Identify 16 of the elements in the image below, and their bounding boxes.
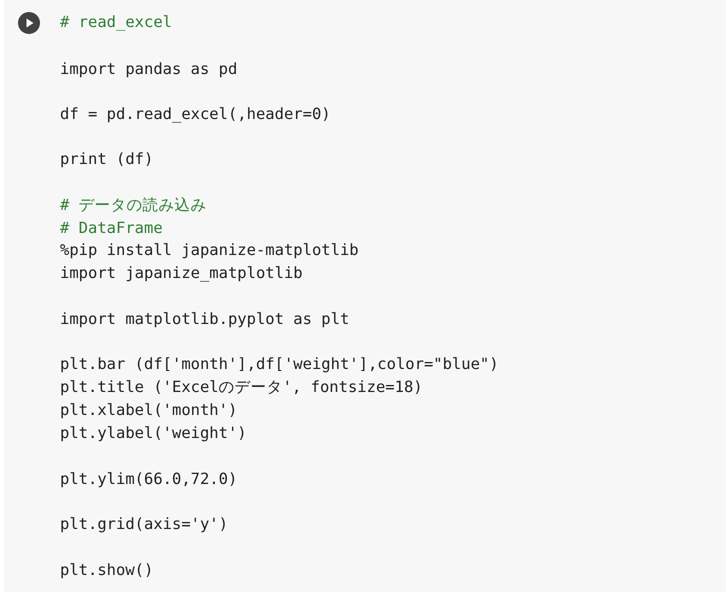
code-line: plt.xlabel('month') xyxy=(60,400,238,420)
code-line: plt.show() xyxy=(60,560,154,580)
code-line: plt.title ('Excelのデータ', fontsize=18) xyxy=(60,377,423,397)
code-line: import matplotlib.pyplot as plt xyxy=(60,309,350,329)
code-comment: # read_excel xyxy=(60,12,172,32)
code-line: import japanize_matplotlib xyxy=(60,263,303,283)
code-line: print (df) xyxy=(60,149,154,169)
code-line: %pip install japanize-matplotlib xyxy=(60,240,359,260)
code-line: df = pd.read_excel(,header=0) xyxy=(60,104,331,124)
code-line: plt.bar (df['month'],df['weight'],color="blue") xyxy=(60,354,499,374)
code-line: plt.ylabel('weight') xyxy=(60,423,247,443)
code-comment: # データの読み込み xyxy=(60,195,207,215)
code-line: plt.grid(axis='y') xyxy=(60,514,228,534)
code-comment: # DataFrame xyxy=(60,218,163,238)
code-line: import pandas as pd xyxy=(60,59,238,79)
code-line: plt.ylim(66.0,72.0) xyxy=(60,469,238,489)
